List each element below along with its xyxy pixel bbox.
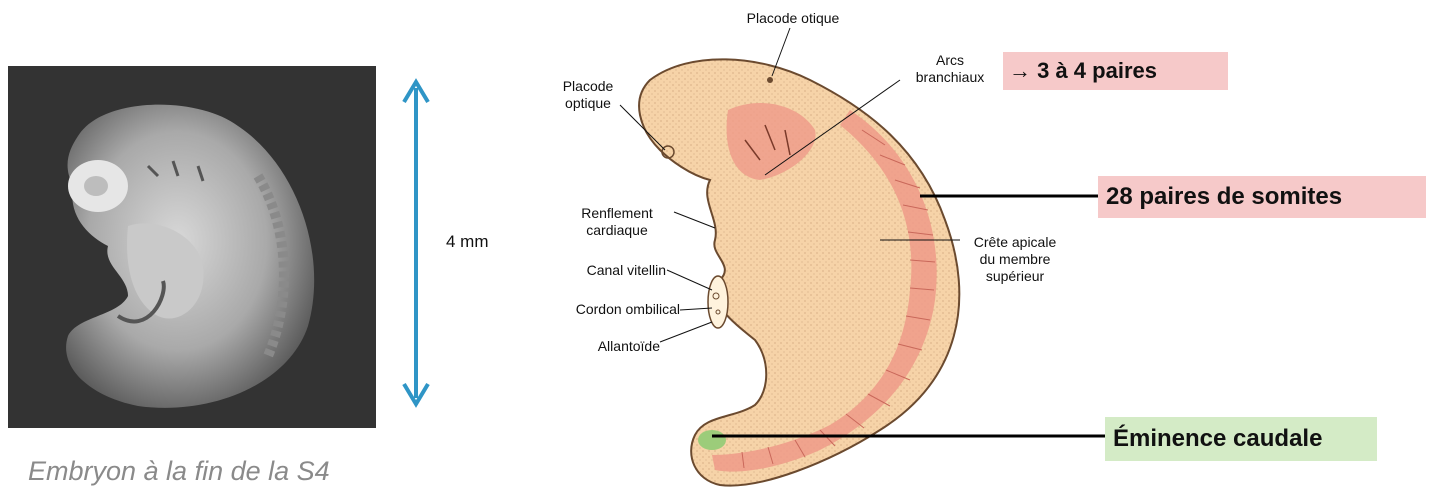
callout-arcs-pairs: → 3 à 4 paires <box>1003 52 1228 90</box>
label-placode-optique-line1: Placode <box>548 78 628 95</box>
label-crete-apicale: Crête apicale du membre supérieur <box>960 234 1070 285</box>
label-arcs-line1: Arcs <box>905 52 995 69</box>
otic-placode <box>767 77 773 83</box>
label-arcs-branchiaux: Arcs branchiaux <box>905 52 995 86</box>
label-crete-line3: supérieur <box>960 268 1070 285</box>
label-placode-otique: Placode otique <box>728 10 858 27</box>
label-arcs-line2: branchiaux <box>905 69 995 86</box>
callout-eminence-caudale: Éminence caudale <box>1105 417 1377 461</box>
label-renflement-cardiaque: Renflement cardiaque <box>565 205 669 239</box>
label-canal-vitellin: Canal vitellin <box>552 262 666 279</box>
label-allantoide: Allantoïde <box>560 338 660 355</box>
label-placode-optique: Placode optique <box>548 78 628 112</box>
caudal-eminence <box>698 430 726 450</box>
label-renflement-line2: cardiaque <box>565 222 669 239</box>
callout-somites: 28 paires de somites <box>1098 176 1426 218</box>
label-crete-line1: Crête apicale <box>960 234 1070 251</box>
label-crete-line2: du membre <box>960 251 1070 268</box>
label-cordon-ombilical: Cordon ombilical <box>530 301 680 318</box>
label-renflement-line1: Renflement <box>565 205 669 222</box>
scale-arrow <box>404 82 428 404</box>
umbilical-cord <box>708 276 728 328</box>
label-placode-optique-line2: optique <box>548 95 628 112</box>
